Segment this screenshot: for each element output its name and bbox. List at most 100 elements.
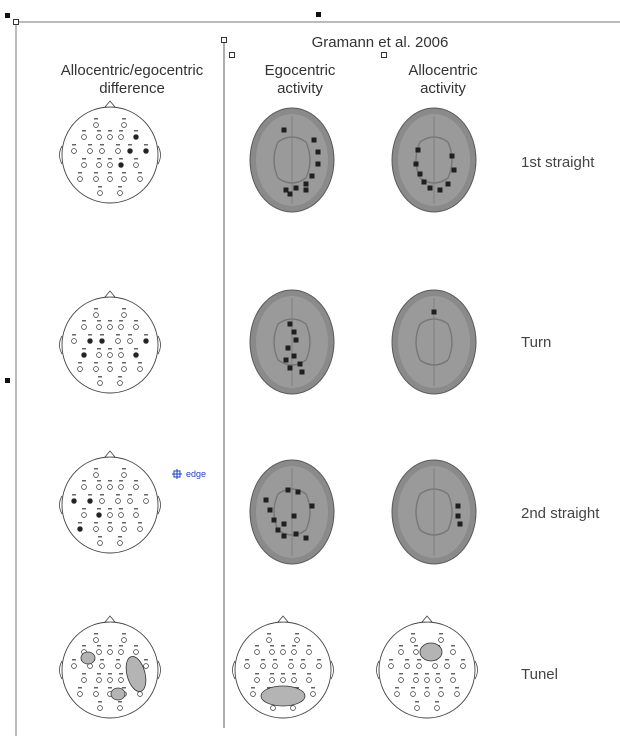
electrode-tick [82, 673, 86, 675]
electrode [81, 162, 87, 168]
electrode [107, 484, 113, 490]
electrode [404, 663, 410, 669]
electrode [93, 472, 99, 478]
electrode-tick [119, 348, 123, 350]
electrode [93, 312, 99, 318]
scalp-map [59, 615, 161, 719]
electrode [71, 663, 77, 669]
electrode-tick [122, 172, 126, 174]
right-ear [157, 495, 161, 515]
electrode [413, 677, 419, 683]
electrode-tick [245, 659, 249, 661]
electrode [137, 176, 143, 182]
selection-handle[interactable] [229, 52, 235, 58]
electrode-tick [414, 645, 418, 647]
ventricle-outline [415, 318, 453, 366]
electrode [107, 366, 113, 372]
electrode-tick [100, 334, 104, 336]
activation-spot [283, 187, 289, 193]
electrode [121, 637, 127, 643]
electrode-tick [122, 468, 126, 470]
selection-handle[interactable] [221, 37, 227, 43]
electrode [269, 649, 275, 655]
activation-spot [455, 513, 461, 519]
electrode [107, 352, 113, 358]
column-header-egocentric: Egocentric activity [245, 62, 355, 98]
electrode [96, 324, 102, 330]
edge-tool[interactable]: edge [172, 469, 206, 479]
electrode-tick [436, 673, 440, 675]
electrode-tick [281, 673, 285, 675]
left-ear [59, 335, 63, 355]
electrode-tick [144, 494, 148, 496]
selection-handle[interactable] [5, 378, 10, 383]
left-ear [59, 495, 63, 515]
electrode-tick [389, 659, 393, 661]
crosshair-icon [172, 469, 182, 479]
electrode-tick [128, 144, 132, 146]
selection-handle[interactable] [5, 13, 10, 18]
nose-marker [277, 615, 289, 623]
electrode [244, 663, 250, 669]
electrode [133, 162, 139, 168]
right-ear [157, 660, 161, 680]
electrode-tick [94, 362, 98, 364]
electrode [291, 649, 297, 655]
selection-handle[interactable] [13, 19, 19, 25]
electrode-tick [118, 186, 122, 188]
ventricle-outline [415, 488, 453, 536]
electrode [118, 162, 124, 168]
activation-spot [457, 521, 463, 527]
left-ear [59, 660, 63, 680]
electrode-tick [307, 645, 311, 647]
electrode-tick [435, 701, 439, 703]
electrode-tick [94, 633, 98, 635]
electrode-tick [108, 508, 112, 510]
electrode-tick [116, 144, 120, 146]
activation-spot [417, 171, 423, 177]
electrode [250, 691, 256, 697]
selection-handle[interactable] [381, 52, 387, 58]
head-outline [61, 456, 159, 554]
electrode-tick [292, 673, 296, 675]
row-label-tunel: Tunel [521, 666, 558, 683]
activation-spot [309, 173, 315, 179]
edge-label: edge [186, 469, 207, 479]
electrode-tick [122, 633, 126, 635]
ventricle-outline [273, 136, 311, 184]
electrode-tick [94, 468, 98, 470]
electrode [290, 705, 296, 711]
electrode [450, 649, 456, 655]
nose-marker [104, 615, 116, 623]
electrode [93, 176, 99, 182]
selection-handle[interactable] [316, 12, 321, 17]
electrode-tick [144, 659, 148, 661]
electrode-tick [134, 645, 138, 647]
electrode-tick [82, 320, 86, 322]
electrode-tick [414, 673, 418, 675]
activation-spot [287, 321, 293, 327]
electrode [107, 649, 113, 655]
activation-spot [287, 365, 293, 371]
electrode-tick [295, 633, 299, 635]
activation-spot [263, 497, 269, 503]
electrode [291, 677, 297, 683]
electrode [133, 324, 139, 330]
activation-blob [80, 651, 96, 665]
activation-spot [293, 531, 299, 537]
electrode-tick [118, 376, 122, 378]
electrode-tick [451, 673, 455, 675]
electrode [96, 677, 102, 683]
electrode [438, 637, 444, 643]
electrode-tick [108, 362, 112, 364]
electrode-tick [134, 508, 138, 510]
activation-blob [419, 642, 443, 662]
column-header-allocentric: Allocentric activity [388, 62, 498, 98]
left-ear [59, 145, 63, 165]
electrode [121, 122, 127, 128]
electrode-tick [97, 508, 101, 510]
electrode-tick [94, 172, 98, 174]
electrode-tick [267, 633, 271, 635]
nose-marker [104, 290, 116, 298]
